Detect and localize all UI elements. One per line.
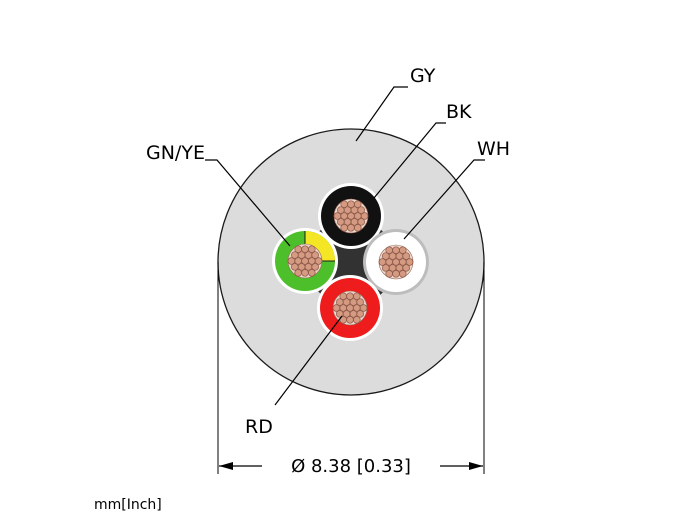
- core-red: [317, 275, 383, 341]
- leader-lines: [205, 86, 485, 406]
- label-wh: WH: [477, 138, 510, 160]
- diameter-dimension: [217, 262, 485, 474]
- label-bk: BK: [446, 101, 472, 123]
- units-note: mm[Inch]: [94, 497, 162, 513]
- core-white: [363, 229, 429, 295]
- label-gn-ye: GN/YE: [146, 142, 205, 164]
- diameter-label: Ø 8.38 [0.33]: [291, 456, 411, 477]
- core-black: [318, 183, 384, 249]
- label-rd: RD: [245, 416, 273, 438]
- label-gy: GY: [410, 65, 436, 87]
